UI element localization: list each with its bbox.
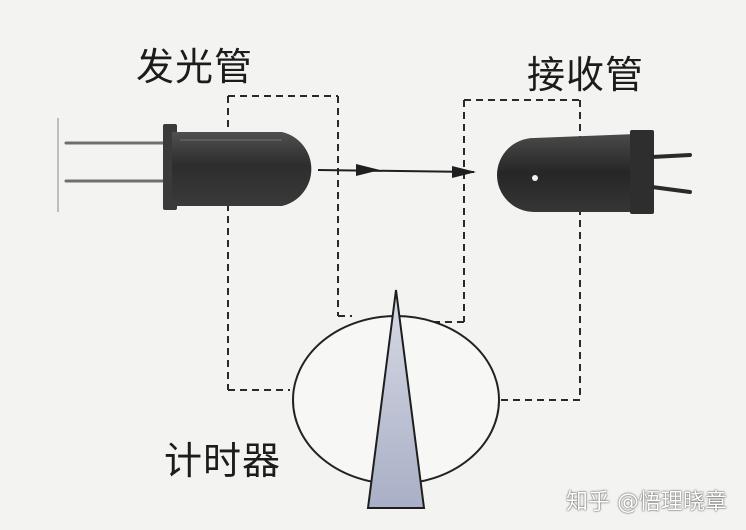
receiver-led-icon <box>497 130 654 214</box>
watermark-text: 知乎 @悟理晓章 <box>566 490 727 515</box>
light-beam-arrow <box>317 164 476 178</box>
timer-label: 计时器 <box>164 439 282 483</box>
emitter-label: 发光管 <box>136 45 254 89</box>
receiver-label: 接收管 <box>527 53 645 97</box>
emitter-leads <box>64 141 170 183</box>
timer-pointer <box>366 289 426 509</box>
receiver-leads <box>650 153 692 194</box>
emitter-led-icon <box>163 124 312 210</box>
